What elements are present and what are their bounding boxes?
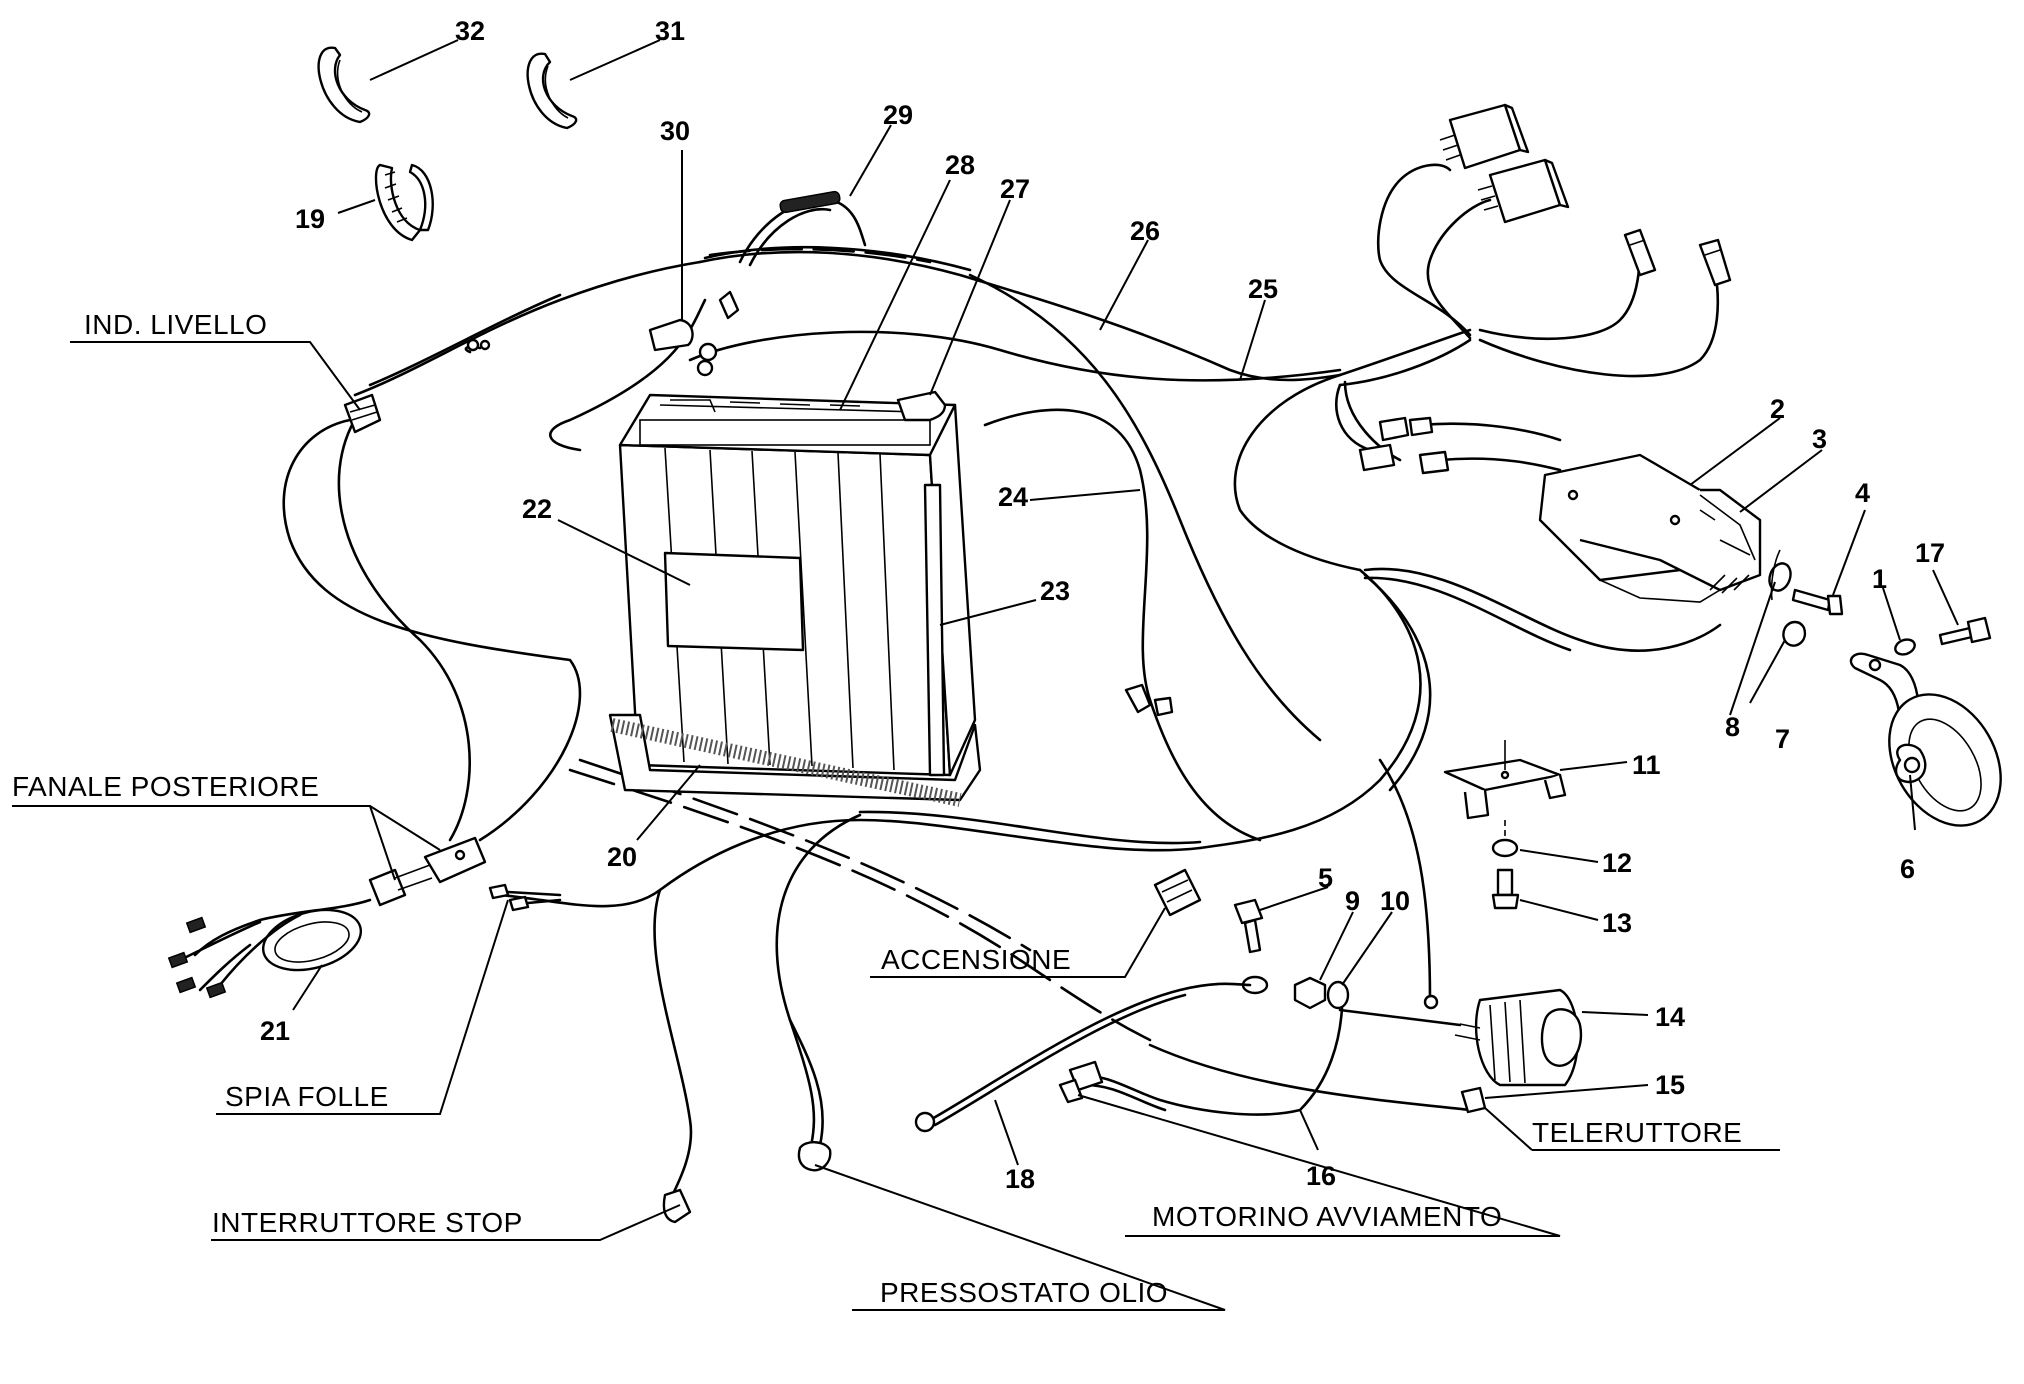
horn-6 <box>1849 652 2002 827</box>
starter-cable-16 <box>1058 1006 1344 1116</box>
callout-5: 5 <box>1318 863 1333 893</box>
cap-27 <box>896 390 947 422</box>
battery-lead-24 <box>983 408 1152 702</box>
ground-cable-18 <box>914 982 1252 1133</box>
harness-connectors-top-right <box>1376 103 1732 378</box>
ignition-connector <box>1153 868 1202 917</box>
callout-18: 18 <box>1005 1164 1035 1194</box>
battery-28 <box>618 393 977 777</box>
clip-32 <box>317 46 371 124</box>
callout-15: 15 <box>1655 1070 1685 1100</box>
regulator-2 <box>1538 453 1762 603</box>
callout-13: 13 <box>1602 908 1632 938</box>
callout-31: 31 <box>655 16 685 46</box>
callout-14: 14 <box>1655 1002 1685 1032</box>
callout-2: 2 <box>1770 394 1785 424</box>
clip-31 <box>526 52 578 130</box>
component-labels: IND. LIVELLO FANALE POSTERIORE SPIA FOLL… <box>12 309 1742 1308</box>
label-teleruttore: TELERUTTORE <box>1532 1117 1742 1148</box>
callout-4: 4 <box>1855 478 1870 508</box>
callout-3: 3 <box>1812 424 1827 454</box>
callout-29: 29 <box>883 100 913 130</box>
starter-relay-14 <box>1338 988 1583 1087</box>
callout-21: 21 <box>260 1016 290 1046</box>
callout-6: 6 <box>1900 854 1915 884</box>
callout-22: 22 <box>522 494 552 524</box>
hardware-4-7-8 <box>1768 549 1844 647</box>
callout-25: 25 <box>1248 274 1278 304</box>
label-fanale-posteriore: FANALE POSTERIORE <box>12 771 319 802</box>
callout-19: 19 <box>295 204 325 234</box>
callout-17: 17 <box>1915 538 1945 568</box>
callout-24: 24 <box>998 482 1028 512</box>
oil-pressure-switch <box>788 1018 832 1172</box>
callout-20: 20 <box>607 842 637 872</box>
washer-1 <box>1894 638 1916 656</box>
callout-26: 26 <box>1130 216 1160 246</box>
regulator-plugs <box>1335 380 1562 475</box>
callout-32: 32 <box>455 16 485 46</box>
washer-12 <box>1491 838 1519 858</box>
screw-17 <box>1938 616 1992 646</box>
label-ind-livello: IND. LIVELLO <box>84 309 267 340</box>
callout-27: 27 <box>1000 174 1030 204</box>
callout-11: 11 <box>1632 750 1661 780</box>
screw-5 <box>1233 898 1269 995</box>
label-accensione: ACCENSIONE <box>881 944 1071 975</box>
callout-7: 7 <box>1775 724 1790 754</box>
label-interruttore-stop: INTERRUTTORE STOP <box>212 1207 523 1238</box>
callout-23: 23 <box>1040 576 1070 606</box>
bracket-11 <box>1443 740 1567 840</box>
label-motorino-avviamento: MOTORINO AVVIAMENTO <box>1152 1201 1502 1232</box>
callout-1: 1 <box>1872 564 1887 594</box>
label-pressostato-olio: PRESSOSTATO OLIO <box>880 1277 1168 1308</box>
label-spia-folle: SPIA FOLLE <box>225 1081 389 1112</box>
callout-numbers: 32 31 19 30 29 28 27 26 25 2 3 4 1 17 8 … <box>260 16 1945 1194</box>
nut-9 <box>1293 976 1327 1010</box>
callout-12: 12 <box>1602 848 1632 878</box>
leader-lines <box>12 39 1959 1311</box>
callout-28: 28 <box>945 150 975 180</box>
callout-30: 30 <box>660 116 690 146</box>
cable-coil-21 <box>167 898 372 999</box>
neutral-light-connectors <box>488 883 562 912</box>
cap-30 <box>648 318 694 352</box>
callout-9: 9 <box>1345 886 1360 916</box>
tail-light-connector <box>368 836 487 907</box>
battery-pad-20 <box>608 713 982 807</box>
washer-10 <box>1326 980 1350 1010</box>
clip-19 <box>374 163 434 242</box>
screw-13 <box>1491 868 1520 910</box>
callout-16: 16 <box>1306 1161 1336 1191</box>
callout-8: 8 <box>1725 712 1740 742</box>
harness-wires <box>282 245 1722 1202</box>
level-indicator-connector <box>343 338 491 434</box>
callout-10: 10 <box>1380 886 1410 916</box>
